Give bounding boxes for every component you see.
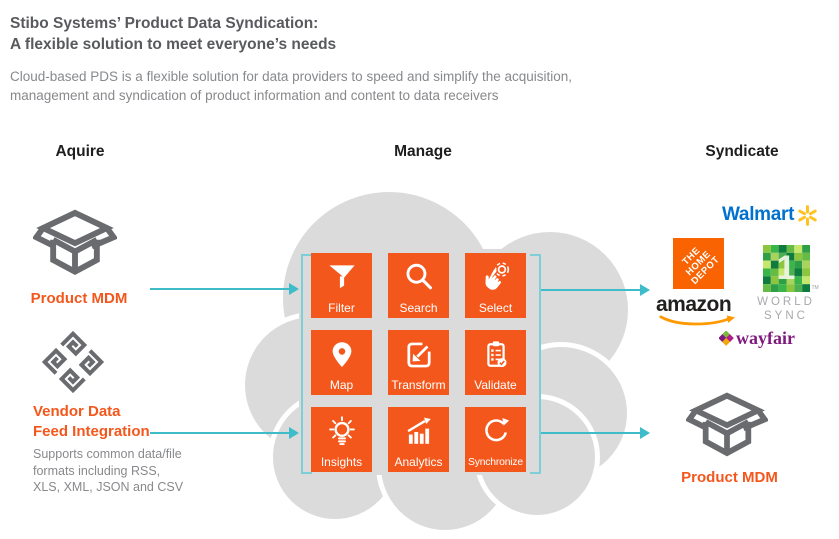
home-depot-logo-text: THE HOME DEPOT [673, 238, 724, 289]
arrow-syndicate-top [541, 289, 640, 291]
bracket-right-top-stub [530, 254, 541, 256]
home-depot-logo: THE HOME DEPOT [673, 238, 724, 289]
lightbulb-icon [328, 415, 355, 445]
bar-chart-arrow-icon [406, 417, 431, 444]
walmart-logo-text: Walmart [722, 204, 795, 225]
clipboard-check-icon [486, 340, 506, 367]
vendor-data-note-line3: XLS, XML, JSON and CSV [33, 480, 184, 494]
tile-transform: Transform [388, 330, 449, 395]
page-title: Stibo Systems’ Product Data Syndication:… [10, 14, 336, 55]
location-pin-icon [332, 341, 351, 367]
tile-analytics: Analytics [388, 407, 449, 472]
tile-label: Synchronize [468, 457, 523, 468]
bracket-left-line [301, 254, 303, 474]
vendor-data-note: Supports common data/file formats includ… [33, 446, 183, 496]
vendor-data-title-line1: Vendor Data [33, 403, 121, 420]
wayfair-flower-icon [719, 331, 734, 346]
tile-label: Filter [328, 301, 355, 315]
product-mdm-source [31, 205, 119, 288]
tap-hand-icon [485, 261, 509, 290]
worldsync-word2: SYNC [764, 310, 808, 322]
page-title-line2: A flexible solution to meet everyone’s n… [10, 35, 337, 53]
tile-label: Search [399, 301, 438, 315]
wayfair-logo-text: wayfair [736, 328, 795, 348]
worldsync-word1: WORLD [757, 296, 815, 308]
column-header-manage: Manage [394, 143, 452, 160]
tile-map: Map [311, 330, 372, 395]
tile-filter: Filter [311, 253, 372, 318]
amazon-logo: amazon [656, 293, 740, 328]
product-mdm-target [684, 388, 770, 469]
vendor-data-note-line1: Supports common data/file [33, 447, 182, 461]
tile-label: Map [329, 378, 354, 392]
arrow-head-acquire-top-icon [289, 283, 299, 295]
bracket-left-bottom-stub [301, 472, 312, 474]
worldsync-mosaic: 1 TM [762, 245, 819, 292]
open-box-icon [31, 209, 119, 276]
circular-arrow-icon [484, 417, 509, 441]
square-arrow-icon [406, 342, 431, 367]
arrow-acquire-top [150, 288, 290, 290]
tile-label: Insights [320, 455, 363, 469]
tile-label: Analytics [394, 455, 443, 469]
arrow-head-syndicate-bottom-icon [640, 427, 650, 439]
worldsync-logo: 1 TM WORLD SYNC [756, 245, 819, 323]
vendor-data-title: Vendor Data Feed Integration [33, 402, 150, 441]
arrow-head-syndicate-top-icon [640, 284, 650, 296]
vendor-data-note-line2: formats including RSS, [33, 463, 161, 478]
amazon-logo-text: amazon [656, 293, 732, 316]
interlocked-knot-icon [41, 330, 105, 394]
open-box-icon [684, 392, 770, 457]
tile-synchronize: Synchronize [465, 407, 526, 472]
tile-label: Select [478, 301, 513, 315]
arrow-acquire-bottom [150, 432, 290, 434]
amazon-smile-icon [659, 315, 736, 326]
vendor-data-feed [40, 329, 106, 400]
walmart-spark-icon [798, 204, 817, 226]
bracket-right-line [539, 254, 541, 474]
tile-validate: Validate [465, 330, 526, 395]
column-header-acquire: Aquire [55, 143, 105, 160]
arrow-head-acquire-bottom-icon [289, 427, 299, 439]
tile-label: Validate [474, 378, 517, 392]
vendor-data-title-line2: Feed Integration [33, 422, 150, 440]
page-description: Cloud-based PDS is a flexible solution f… [10, 67, 572, 105]
bracket-left-top-stub [301, 254, 312, 256]
page-description-line1: Cloud-based PDS is a flexible solution f… [10, 69, 573, 84]
page-title-line1: Stibo Systems’ Product Data Syndication: [10, 15, 319, 32]
page-description-line2: management and syndication of product in… [10, 88, 499, 103]
product-mdm-source-label: Product MDM [30, 290, 128, 307]
tile-label: Transform [391, 378, 446, 392]
green-mosaic-icon [762, 245, 810, 292]
magnifier-icon [406, 263, 432, 289]
arrow-syndicate-bottom [541, 432, 640, 434]
manage-tile-grid: Filter Search Select Map Transform [311, 253, 526, 472]
wayfair-logo: wayfair [719, 328, 795, 349]
funnel-icon [328, 264, 355, 288]
tile-select: Select [465, 253, 526, 318]
bracket-right-bottom-stub [530, 472, 541, 474]
tile-insights: Insights [311, 407, 372, 472]
column-header-syndicate: Syndicate [705, 143, 779, 160]
walmart-logo: Walmart [722, 204, 818, 226]
tile-search: Search [388, 253, 449, 318]
worldsync-tm: TM [811, 285, 819, 291]
product-mdm-target-label: Product MDM [681, 469, 778, 486]
worldsync-numeral: 1 [776, 249, 796, 287]
